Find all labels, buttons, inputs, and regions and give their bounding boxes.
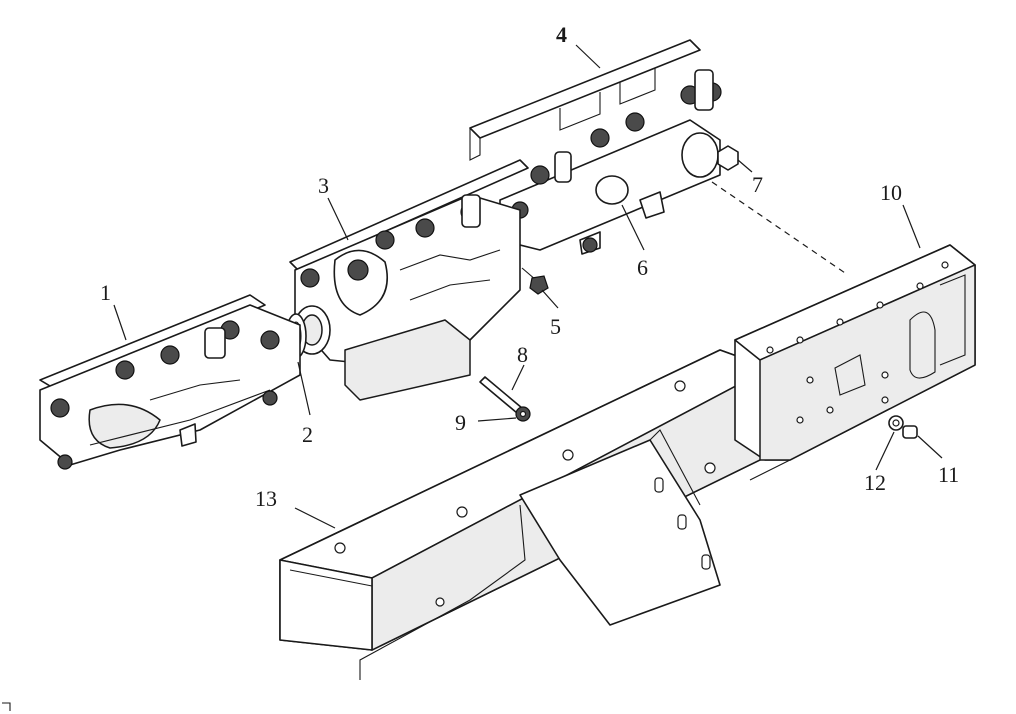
callout-4: 4 xyxy=(556,22,567,47)
part-3-rail xyxy=(289,159,529,271)
leader-9 xyxy=(477,417,517,422)
leader-10 xyxy=(902,204,921,249)
callout-1: 1 xyxy=(100,280,111,305)
callout-5: 5 xyxy=(550,314,561,339)
leader-1 xyxy=(113,304,127,341)
part-13-support-beam xyxy=(279,349,771,680)
leader-8 xyxy=(511,364,525,391)
callout-10: 10 xyxy=(880,180,902,205)
part-12-washer xyxy=(888,415,904,431)
part-9-nut xyxy=(515,406,531,422)
callout-labels: 1 2 3 4 5 6 7 8 9 10 11 12 13 xyxy=(100,22,959,511)
leader-12 xyxy=(875,431,895,471)
leader-5 xyxy=(541,289,559,309)
callout-12: 12 xyxy=(864,470,886,495)
callout-3: 3 xyxy=(318,173,329,198)
leader-6 xyxy=(621,204,645,251)
leader-4 xyxy=(575,44,601,69)
callout-11: 11 xyxy=(938,462,959,487)
part-4-heat-shield xyxy=(469,39,701,161)
callout-7: 7 xyxy=(752,172,763,197)
part-10-mounting-bracket xyxy=(734,244,976,481)
callout-9: 9 xyxy=(455,410,466,435)
part-5-bolt xyxy=(521,267,549,295)
leader-13 xyxy=(294,507,336,529)
leader-3 xyxy=(327,197,349,241)
leader-lines xyxy=(113,44,943,529)
part-6-manifold-section xyxy=(499,69,722,255)
leader-11 xyxy=(917,435,943,459)
alignment-dashed-line xyxy=(711,181,849,276)
leader-2 xyxy=(297,361,311,416)
callout-13: 13 xyxy=(255,486,277,511)
part-1-manifold-section xyxy=(39,294,301,470)
part-7-nut xyxy=(717,145,739,171)
leader-7 xyxy=(737,159,753,173)
part-3-manifold-section xyxy=(293,194,521,401)
callout-6: 6 xyxy=(637,255,648,280)
part-11-bolt xyxy=(902,425,918,439)
callout-8: 8 xyxy=(517,342,528,367)
callout-2: 2 xyxy=(302,422,313,447)
corner-mark xyxy=(2,702,11,711)
